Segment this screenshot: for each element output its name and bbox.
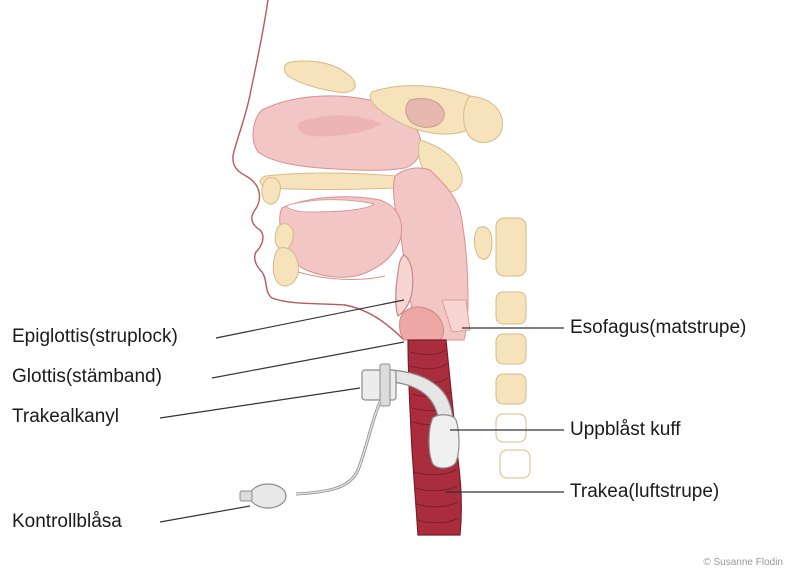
epiglottis-shape: [396, 255, 413, 316]
occipital-bone: [464, 96, 503, 142]
kontrollblasa-balloon: [250, 484, 286, 508]
pilot-line-inner: [296, 402, 380, 494]
hard-palate: [260, 173, 403, 190]
vertebral-process-1: [474, 227, 492, 259]
label-kontrollblasa: Kontrollblåsa: [12, 511, 122, 533]
uppblast-kuff-shape: [429, 415, 459, 468]
vertebra-1: [496, 218, 526, 276]
copyright-credit: © Susanne Flodin: [703, 557, 783, 568]
kontrollblasa-valve: [240, 491, 252, 501]
label-uppblast-kuff: Uppblåst kuff: [570, 419, 681, 441]
leader-lines: [160, 300, 564, 522]
vertebra-4: [496, 374, 526, 404]
label-trakealkanyl: Trakealkanyl: [12, 406, 119, 428]
label-trakea: Trakea(luftstrupe): [570, 481, 719, 503]
label-esofagus: Esofagus(matstrupe): [570, 317, 746, 339]
cervical-spine: [496, 218, 530, 478]
skull-base-bone: [284, 61, 355, 92]
vertebra-2: [496, 292, 526, 324]
vertebra-5: [496, 414, 526, 442]
leader-kontrollblasa: [160, 506, 250, 522]
lower-teeth: [275, 224, 293, 250]
trakealkanyl-neckplate: [380, 364, 390, 406]
leader-epiglottis: [216, 300, 404, 338]
label-glottis: Glottis(stämband): [12, 366, 162, 388]
vertebra-6: [500, 450, 530, 478]
pilot-line: [296, 402, 380, 494]
leader-trakealkanyl: [160, 388, 360, 418]
trakealkanyl-flange: [362, 370, 396, 400]
vertebra-3: [496, 334, 526, 364]
label-epiglottis: Epiglottis(struplock): [12, 326, 178, 348]
upper-teeth: [262, 178, 280, 205]
